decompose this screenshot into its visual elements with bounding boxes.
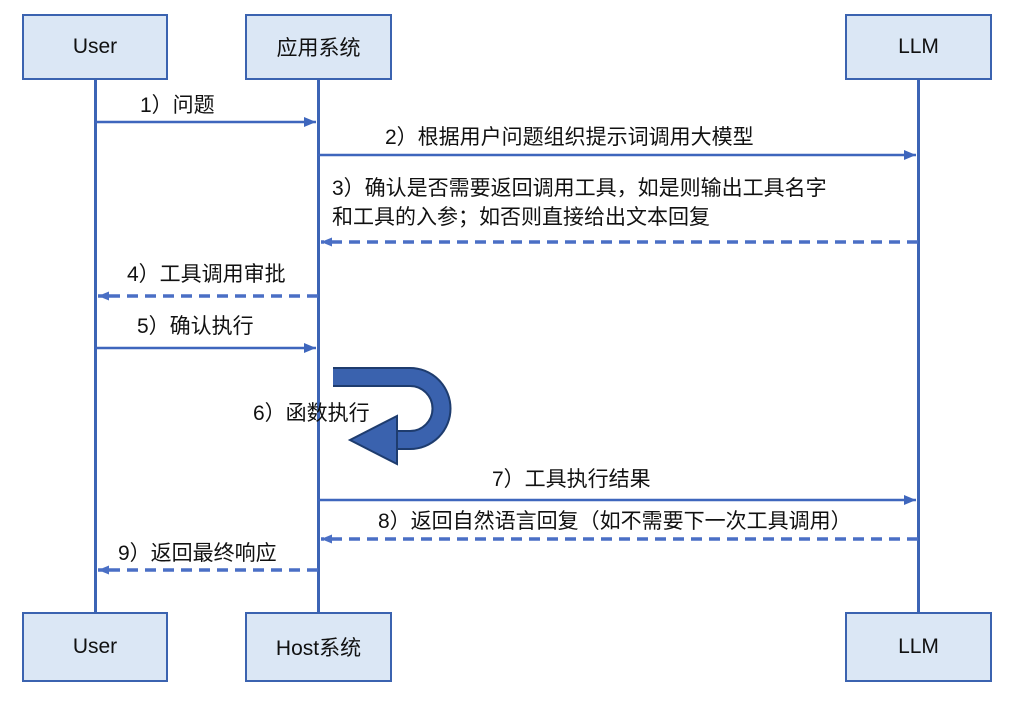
actor-box-user-bottom: User [22, 612, 168, 682]
actor-label: User [72, 35, 118, 58]
message-label-9: 9）返回最终响应 [118, 542, 277, 565]
actor-label: User [72, 635, 118, 658]
actor-label: LLM [898, 35, 939, 58]
message-label-1: 1）问题 [140, 94, 215, 117]
actor-label: Host系统 [275, 637, 362, 660]
actor-box-host-system-bottom: Host系统 [245, 612, 392, 682]
message-label-4: 4）工具调用审批 [127, 263, 286, 286]
message-label-7: 7）工具执行结果 [492, 468, 651, 491]
actor-box-llm-bottom: LLM [845, 612, 992, 682]
message-label-8: 8）返回自然语言回复（如不需要下一次工具调用） [378, 510, 852, 533]
actor-box-llm-top: LLM [845, 14, 992, 80]
message-label-6: 6）函数执行 [253, 402, 370, 425]
actor-box-app-system-top: 应用系统 [245, 14, 392, 80]
actor-box-user-top: User [22, 14, 168, 80]
message-label-5: 5）确认执行 [137, 315, 254, 338]
message-label-3: 3）确认是否需要返回调用工具，如是则输出工具名字 和工具的入参；如否则直接给出文… [332, 177, 827, 229]
message-label-2: 2）根据用户问题组织提示词调用大模型 [385, 126, 754, 149]
self-loop-arrow-icon [333, 367, 452, 466]
actor-label: 应用系统 [276, 37, 361, 60]
actor-label: LLM [898, 635, 939, 658]
